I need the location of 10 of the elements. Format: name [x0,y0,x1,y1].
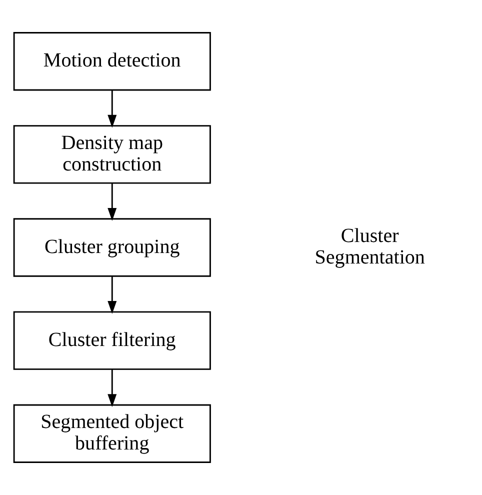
label: Cluster Segmentation [314,225,425,269]
node-box: Segmented object buffering [13,404,211,463]
arrow [108,90,117,128]
arrow [108,183,117,221]
node-box: Motion detection [13,32,211,91]
node-box: Density map construction [13,125,211,184]
node-box: Cluster grouping [13,218,211,277]
arrow [108,276,117,314]
node-box: Cluster filtering [13,311,211,370]
arrow [108,370,117,407]
